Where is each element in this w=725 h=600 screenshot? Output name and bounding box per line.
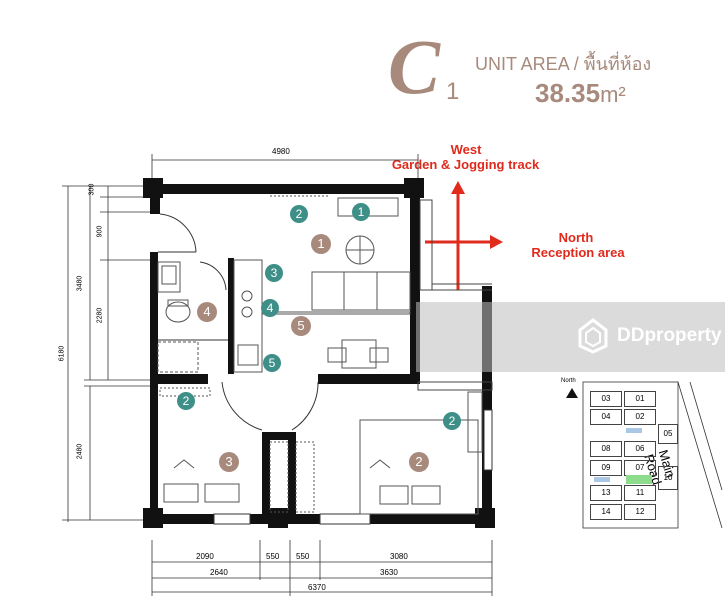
dim-550b: 550 xyxy=(296,552,310,561)
keyplan-unit: 13 xyxy=(590,485,622,501)
unit-area-label: UNIT AREA / พื้นที่ห้อง xyxy=(475,54,652,74)
dim-2280: 2280 xyxy=(96,307,104,324)
keyplan-north: North xyxy=(561,378,576,384)
room-marker-3: 3 xyxy=(219,452,239,472)
dim-900: 900 xyxy=(96,225,104,238)
dimension-lines xyxy=(62,154,493,596)
dim-2480: 2480 xyxy=(76,443,84,460)
ddproperty-logo-icon xyxy=(578,318,608,354)
keyplan-unit: 09 xyxy=(590,460,622,476)
dim-2090: 2090 xyxy=(196,552,214,561)
keyplan-unit: 01 xyxy=(624,391,656,407)
west-label: West xyxy=(450,142,482,157)
keyplan-unit: 12 xyxy=(624,504,656,520)
area-number: 38.35 xyxy=(535,78,601,108)
dim-6370: 6370 xyxy=(308,583,326,592)
room-marker-5: 5 xyxy=(291,316,311,336)
living-furniture xyxy=(261,195,411,369)
doors xyxy=(158,213,319,431)
west-sub-label: Garden & Jogging track xyxy=(391,157,540,172)
keyplan-unit: 08 xyxy=(590,441,622,457)
dim-300: 300 xyxy=(88,183,96,196)
keyplan-unit: 11 xyxy=(624,485,656,501)
teal-marker-5: 5 xyxy=(263,354,281,372)
dim-3080: 3080 xyxy=(390,552,408,561)
dim-550a: 550 xyxy=(266,552,280,561)
bathroom xyxy=(157,261,199,373)
room-marker-4: 4 xyxy=(197,302,217,322)
keyplan-unit: 04 xyxy=(590,409,622,425)
dim-top: 4980 xyxy=(272,147,290,156)
teal-marker-4: 4 xyxy=(261,299,279,317)
keyplan-unit: 03 xyxy=(590,391,622,407)
room-marker-1: 1 xyxy=(311,234,331,254)
keyplan-highlight-green xyxy=(626,475,652,484)
keyplan-unit: 02 xyxy=(624,409,656,425)
bedroom-furniture xyxy=(159,387,483,515)
keyplan-highlight-blue-2 xyxy=(594,477,610,482)
pillars xyxy=(143,178,495,528)
keyplan-unit: 05 xyxy=(658,424,678,444)
direction-arrows xyxy=(425,181,503,290)
teal-marker-2-master: 2 xyxy=(443,412,461,430)
unit-subscript: 1 xyxy=(446,78,460,105)
keyplan-unit: 07 xyxy=(624,460,656,476)
balcony xyxy=(417,199,493,391)
dim-3630: 3630 xyxy=(380,568,398,577)
north-sub-label: Reception area xyxy=(531,245,625,260)
room-marker-2: 2 xyxy=(409,452,429,472)
teal-marker-3: 3 xyxy=(265,264,283,282)
key-plan xyxy=(566,381,723,529)
keyplan-unit: 10 xyxy=(658,466,678,490)
kitchen xyxy=(233,259,263,373)
teal-marker-1: 1 xyxy=(352,203,370,221)
dim-3480: 3480 xyxy=(76,275,84,292)
dim-6180: 6180 xyxy=(58,345,66,362)
unit-letter: C xyxy=(388,23,441,110)
windows xyxy=(213,409,493,525)
keyplan-highlight-blue xyxy=(626,428,642,433)
north-label: North xyxy=(558,230,594,245)
keyplan-unit: 06 xyxy=(624,441,656,457)
watermark-text: DDproperty xyxy=(617,325,722,346)
teal-marker-2: 2 xyxy=(290,205,308,223)
keyplan-unit: 14 xyxy=(590,504,622,520)
unit-area-value: 38.35m² xyxy=(535,79,626,109)
dim-2640: 2640 xyxy=(210,568,228,577)
area-unit: m² xyxy=(600,82,626,107)
watermark-band xyxy=(416,302,725,372)
teal-marker-2-bedroom: 2 xyxy=(177,392,195,410)
